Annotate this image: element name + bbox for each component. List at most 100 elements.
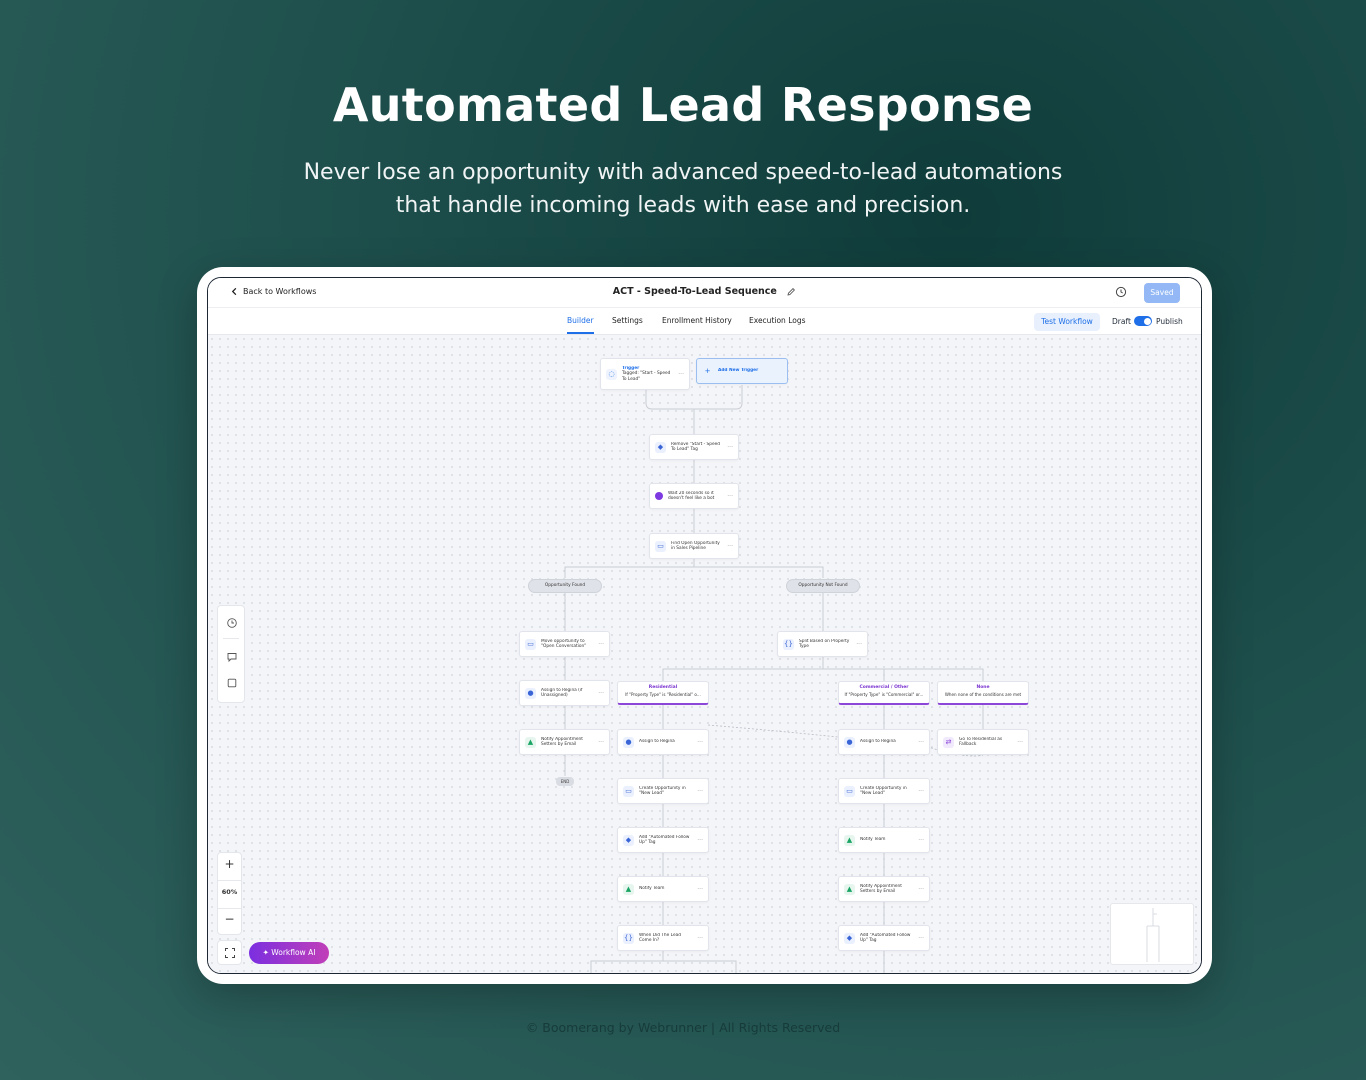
- more-options-icon[interactable]: ···: [697, 787, 703, 795]
- action-add-tag-right[interactable]: ◆ Add "Automated Follow Up" Tag ···: [838, 925, 930, 951]
- zoom-in-button[interactable]: +: [224, 857, 235, 871]
- action-remove-tag[interactable]: ◆ Remove "Start - Speed To Lead" Tag ···: [649, 434, 739, 460]
- action-goto-residential[interactable]: ⇄ Go To Residential as Fallback ···: [937, 729, 1029, 755]
- wait-icon: [655, 492, 663, 500]
- workflow-ai-button[interactable]: ✦ Workflow AI: [249, 942, 329, 964]
- move-opp-text: Move opportunity to "Open Conversation": [541, 638, 587, 650]
- more-options-icon[interactable]: ···: [697, 934, 703, 942]
- more-options-icon[interactable]: ···: [727, 443, 733, 451]
- opportunity-icon: ▭: [655, 540, 666, 552]
- action-assign-mid[interactable]: ● Assign to Regina ···: [617, 729, 709, 755]
- opportunity-icon: ▭: [623, 785, 634, 797]
- saved-button[interactable]: Saved: [1144, 283, 1180, 303]
- more-options-icon[interactable]: ···: [918, 787, 924, 795]
- plus-icon: +: [704, 367, 711, 375]
- footer-copyright: © Boomerang by Webrunner | All Rights Re…: [525, 1020, 841, 1035]
- more-options-icon[interactable]: ···: [918, 836, 924, 844]
- more-options-icon[interactable]: ···: [697, 836, 703, 844]
- minimap-preview: [1146, 908, 1160, 962]
- top-bar: Back to Workflows ACT - Speed-To-Lead Se…: [208, 278, 1201, 308]
- branch-residential-title: Residential: [648, 685, 678, 690]
- more-options-icon[interactable]: ···: [598, 640, 604, 648]
- hero-title: Automated Lead Response: [332, 78, 1034, 132]
- wait-text: Wait 20 seconds so it doesn't feel like …: [668, 490, 715, 502]
- remove-tag-text: Remove "Start - Speed To Lead" Tag: [671, 441, 721, 453]
- draft-label: Draft: [1112, 317, 1131, 326]
- user-icon: ●: [844, 736, 855, 748]
- side-toolbar: [217, 605, 245, 703]
- split-text: Split Based on Property Type: [799, 638, 850, 650]
- notify-icon: ▲: [844, 883, 855, 895]
- trigger-node[interactable]: ◌ Trigger Tagged: "Start - Speed To Lead…: [600, 358, 690, 390]
- minimap[interactable]: [1110, 903, 1194, 965]
- action-notify-setters-right[interactable]: ▲ Notify Appointment Setters by Email ··…: [838, 876, 930, 902]
- zoom-out-button[interactable]: −: [224, 912, 235, 926]
- branch-commercial-desc: If "Property Type" is "Commercial" or...: [844, 692, 924, 697]
- notify-icon: ▲: [844, 834, 855, 846]
- action-notify-team-right[interactable]: ▲ Notify Team ···: [838, 827, 930, 853]
- trigger-title: Trigger: [622, 365, 640, 371]
- action-move-opportunity[interactable]: ▭ Move opportunity to "Open Conversation…: [519, 631, 610, 657]
- assign-mid-text: Assign to Regina: [639, 739, 675, 745]
- action-when-lead[interactable]: {} When Did The Lead Come In? ···: [617, 925, 709, 951]
- sticky-note-icon[interactable]: [226, 677, 238, 689]
- tab-execution-logs[interactable]: Execution Logs: [749, 316, 806, 325]
- workflow-title[interactable]: ACT - Speed-To-Lead Sequence: [208, 286, 1201, 297]
- device-frame: Back to Workflows ACT - Speed-To-Lead Se…: [197, 267, 1212, 984]
- fit-view-button[interactable]: [217, 940, 242, 965]
- action-assign-right[interactable]: ● Assign to Regina ···: [838, 729, 930, 755]
- more-options-icon[interactable]: ···: [598, 738, 604, 746]
- tab-builder[interactable]: Builder: [567, 316, 594, 334]
- more-options-icon[interactable]: ···: [856, 640, 862, 648]
- branch-residential[interactable]: Residential If "Property Type" is "Resid…: [617, 681, 709, 705]
- action-assign-left[interactable]: ● Assign to Regina (if Unassigned) ···: [519, 680, 610, 706]
- connector-lines: [564, 385, 984, 973]
- tab-bar: Builder Settings Enrollment History Exec…: [208, 308, 1201, 335]
- branch-commercial[interactable]: Commercial / Other If "Property Type" is…: [838, 681, 930, 705]
- more-options-icon[interactable]: ···: [918, 934, 924, 942]
- action-split-property-type[interactable]: {} Split Based on Property Type ···: [777, 631, 868, 657]
- history-clock-icon[interactable]: [226, 617, 238, 629]
- create-opp-right-text: Create Opportunity in "New Lead": [860, 785, 907, 797]
- action-notify-team-mid[interactable]: ▲ Notify Team ···: [617, 876, 709, 902]
- test-workflow-button[interactable]: Test Workflow: [1034, 313, 1100, 331]
- tag-remove-icon: ◆: [655, 441, 666, 453]
- more-options-icon[interactable]: ···: [678, 370, 684, 378]
- more-options-icon[interactable]: ···: [598, 689, 604, 697]
- action-add-tag-mid[interactable]: ◆ Add "Automated Follow Up" Tag ···: [617, 827, 709, 853]
- publish-toggle[interactable]: [1134, 316, 1152, 326]
- add-trigger-label: Add New Trigger: [718, 368, 759, 374]
- more-options-icon[interactable]: ···: [1017, 738, 1023, 746]
- back-to-workflows-link[interactable]: Back to Workflows: [230, 287, 316, 296]
- notify-team-mid-text: Notify Team: [639, 886, 665, 892]
- action-find-opportunity[interactable]: ▭ Find Open Opportunity in Sales Pipelin…: [649, 533, 739, 559]
- comment-icon[interactable]: [226, 651, 238, 663]
- action-wait[interactable]: Wait 20 seconds so it doesn't feel like …: [649, 483, 739, 509]
- more-options-icon[interactable]: ···: [727, 492, 733, 500]
- workflow-app-screen: Back to Workflows ACT - Speed-To-Lead Se…: [207, 277, 1202, 974]
- chevron-left-icon: [231, 287, 237, 296]
- branch-opportunity-found[interactable]: Opportunity Found: [528, 579, 602, 593]
- action-create-opp-mid[interactable]: ▭ Create Opportunity in "New Lead" ···: [617, 778, 709, 804]
- split-icon: {}: [783, 638, 794, 650]
- more-options-icon[interactable]: ···: [727, 542, 733, 550]
- action-notify-left[interactable]: ▲ Notify Appointment Setters by Email ··…: [519, 729, 610, 755]
- zoom-level: 60%: [221, 888, 238, 896]
- more-options-icon[interactable]: ···: [918, 738, 924, 746]
- more-options-icon[interactable]: ···: [697, 738, 703, 746]
- hero-subtitle-line-1: Never lose an opportunity with advanced …: [303, 160, 1063, 185]
- history-clock-icon[interactable]: [1114, 285, 1128, 299]
- tab-settings[interactable]: Settings: [612, 316, 643, 325]
- add-tag-mid-text: Add "Automated Follow Up" Tag: [639, 834, 690, 846]
- pencil-icon[interactable]: [786, 287, 796, 297]
- tab-enrollment-history[interactable]: Enrollment History: [662, 316, 732, 325]
- branch-opportunity-not-found[interactable]: Opportunity Not Found: [786, 579, 860, 593]
- more-options-icon[interactable]: ···: [697, 885, 703, 893]
- branch-none[interactable]: None When none of the conditions are met: [937, 681, 1029, 705]
- more-options-icon[interactable]: ···: [918, 885, 924, 893]
- tag-icon: ◆: [844, 932, 855, 944]
- action-create-opp-right[interactable]: ▭ Create Opportunity in "New Lead" ···: [838, 778, 930, 804]
- add-new-trigger-button[interactable]: + Add New Trigger: [696, 358, 788, 384]
- workflow-canvas[interactable]: ◌ Trigger Tagged: "Start - Speed To Lead…: [208, 335, 1201, 973]
- hero-subtitle-line-2: that handle incoming leads with ease and…: [395, 193, 971, 218]
